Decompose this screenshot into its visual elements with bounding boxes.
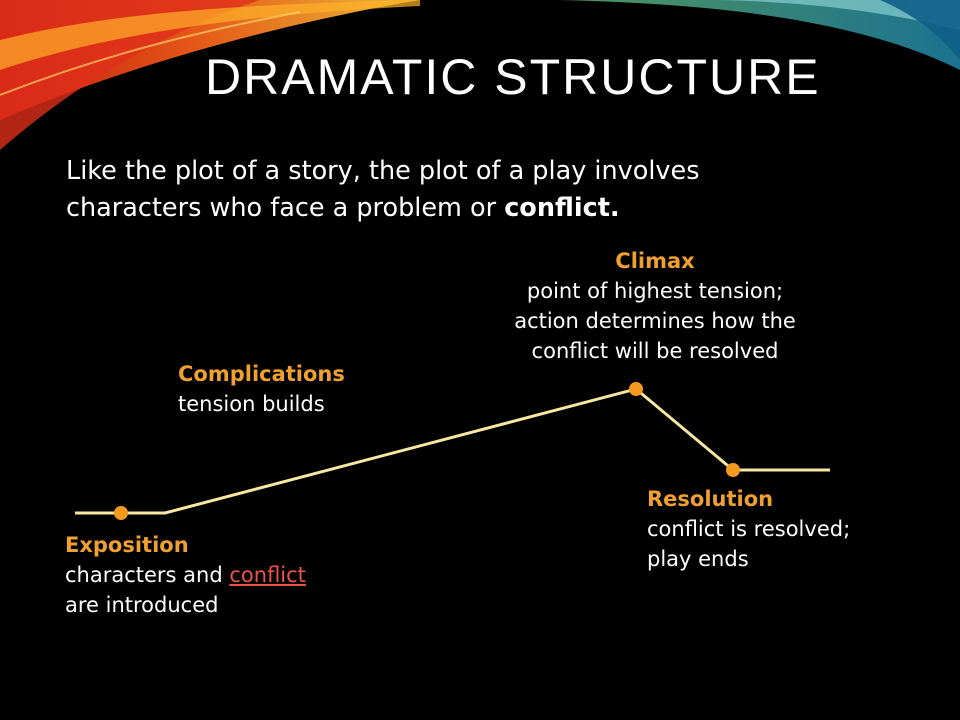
complications-label: Complications tension builds	[178, 359, 345, 419]
intro-line-2-prefix: characters who face a problem or	[66, 193, 505, 223]
resolution-marker	[726, 463, 740, 477]
exposition-marker	[114, 506, 128, 520]
resolution-label: Resolution conflict is resolved; play en…	[647, 484, 850, 574]
climax-line-3: conflict will be resolved	[531, 339, 779, 363]
climax-marker	[629, 382, 643, 396]
complications-text: tension builds	[178, 392, 325, 416]
resolution-heading: Resolution	[647, 487, 774, 511]
complications-heading: Complications	[178, 362, 345, 386]
exposition-label: Exposition characters and conflict are i…	[65, 530, 306, 620]
exposition-text-prefix: characters and	[65, 563, 230, 587]
slide-title: DRAMATIC STRUCTURE	[205, 49, 821, 105]
exposition-heading: Exposition	[65, 533, 189, 557]
resolution-line-2: play ends	[647, 547, 749, 571]
intro-line-1: Like the plot of a story, the plot of a …	[66, 156, 700, 186]
climax-label: Climax point of highest tension; action …	[470, 246, 840, 366]
conflict-link[interactable]: conflict	[229, 563, 306, 587]
intro-conflict-bold: conflict.	[504, 193, 620, 223]
climax-line-1: point of highest tension;	[526, 279, 784, 303]
climax-line-2: action determines how the	[514, 309, 796, 333]
exposition-text-line-2: are introduced	[65, 593, 219, 617]
intro-text: Like the plot of a story, the plot of a …	[66, 153, 906, 227]
climax-heading: Climax	[615, 249, 695, 273]
resolution-line-1: conflict is resolved;	[647, 517, 851, 541]
